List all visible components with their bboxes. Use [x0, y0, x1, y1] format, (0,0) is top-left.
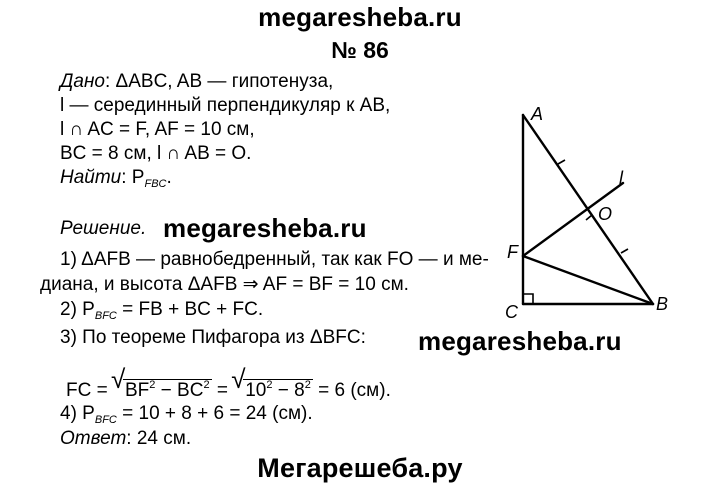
label-o: O: [598, 204, 612, 224]
formula-line: FC = BF2 − BC2 = 102 − 82 = 6 (см).: [66, 368, 391, 402]
label-f: F: [507, 242, 519, 262]
formula-8: − 8: [272, 380, 305, 401]
step-2: 2) PBFC = FB + BC + FC.: [60, 298, 263, 328]
formula-mid: =: [211, 380, 234, 401]
answer-line: Ответ: 24 см.: [60, 427, 191, 450]
sqrt-2: 102 − 82: [231, 368, 313, 402]
answer-text: : 24 см.: [126, 428, 192, 449]
formula-result: = 6 (см).: [312, 380, 391, 401]
formula-lhs: FC =: [66, 380, 113, 401]
triangle-diagram: A B C F O l: [505, 104, 668, 322]
right-angle-o: [585, 213, 598, 224]
formula-bf: BF: [124, 380, 150, 401]
given-line-1: Дано: ΔABC, AB — гипотенуза,: [60, 70, 333, 93]
given-line-4: BC = 8 см, l ∩ AB = O.: [60, 143, 252, 164]
step-1b: диана, и высота ΔAFB ⇒ AF = BF = 10 см.: [40, 274, 409, 295]
step-2-subscript: BFC: [94, 310, 117, 322]
formula-10: 10: [245, 380, 267, 401]
label-a: A: [530, 104, 543, 124]
watermark-right: megaresheba.ru: [418, 326, 622, 356]
step-4-pre: 4) P: [60, 403, 95, 424]
segment-fb: [521, 254, 655, 306]
find-subscript: FBC: [144, 178, 167, 190]
tick-ob: [620, 248, 629, 254]
find-label: Найти: [60, 167, 122, 188]
line-l: [521, 181, 625, 258]
label-l: l: [619, 168, 624, 188]
formula-exp-4: 2: [304, 379, 311, 391]
given-line-3: l ∩ AC = F, AF = 10 см,: [60, 119, 255, 140]
watermark-top: megaresheba.ru: [258, 2, 462, 32]
sqrt-1: BF2 − BC2: [111, 368, 212, 402]
formula-exp-3: 2: [266, 379, 273, 391]
formula-exp-2: 2: [203, 379, 210, 391]
label-b: B: [656, 294, 668, 314]
solution-label: Решение.: [60, 218, 147, 239]
tick-ao: [557, 159, 566, 165]
right-angle-c: [523, 293, 534, 304]
step-2-post: = FB + BC + FC.: [116, 299, 264, 320]
watermark-middle: megaresheba.ru: [163, 213, 367, 243]
step-2-pre: 2) P: [60, 299, 95, 320]
step-4-subscript: BFC: [94, 414, 117, 426]
step-4-post: = 10 + 8 + 6 = 24 (см).: [116, 403, 313, 424]
find-text: : P: [121, 167, 145, 188]
formula-bc: − BC: [155, 380, 204, 401]
problem-number: № 86: [331, 37, 389, 63]
step-3: 3) По теореме Пифагора из ΔBFC:: [60, 327, 366, 348]
label-c: C: [505, 302, 519, 322]
step-4: 4) PBFC = 10 + 8 + 6 = 24 (см).: [60, 402, 313, 432]
answer-label: Ответ: [60, 428, 127, 449]
watermark-bottom: Мегарешеба.ру: [257, 453, 463, 483]
formula-exp-1: 2: [149, 379, 156, 391]
find-end: .: [166, 167, 172, 188]
given-label: Дано: [60, 71, 105, 92]
given-text-1: : ΔABC, AB — гипотенуза,: [104, 71, 334, 92]
given-line-2: l — серединный перпендикуляр к AB,: [60, 95, 391, 116]
find-line: Найти: PFBC.: [60, 166, 172, 196]
step-1a: 1) ΔAFB — равнобедренный, так как FO — и…: [60, 249, 489, 270]
